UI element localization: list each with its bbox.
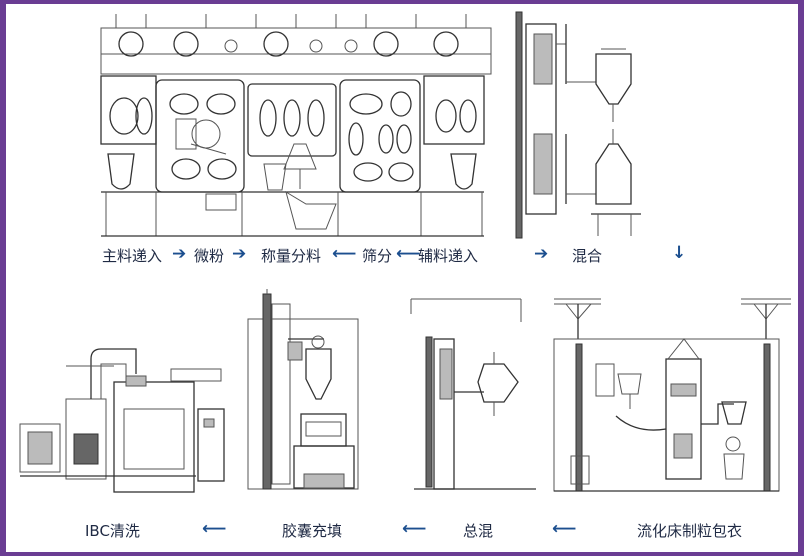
step-final-blending: 总混 [463,522,494,540]
arrow-right-icon: ➔ [534,244,549,264]
arrow-down-icon: ↓ [672,243,687,263]
step-main-material-feed: 主料递入 [102,247,163,265]
arrow-left-icon: ⟵ [202,519,227,539]
step-capsule-filling: 胶囊充填 [282,522,343,540]
arrow-left-icon: ⟵ [402,519,427,539]
mixer-drawing [515,11,641,239]
step-excipient-feed: 辅料递入 [418,247,479,265]
equipment-drawings [19,11,791,493]
isolator-line-drawing [100,14,492,237]
arrow-left-icon: ⟵ [552,519,577,539]
fluid-bed-drawing [553,298,791,492]
step-mixing: 混合 [572,247,603,265]
arrow-left-icon: ⟵ [332,244,357,264]
step-sieving: 筛分 [362,247,393,265]
diagram-frame: 主料递入 ➔ 微粉 ➔ 称量分料 ⟵ 筛分 ⟵ 辅料递入 ➔ 混合 ↓ IBC清… [6,4,798,552]
step-fluid-bed-granulation-coating: 流化床制粒包衣 [637,522,743,540]
capsule-filling-drawing [247,289,359,490]
step-weighing-dispensing: 称量分料 [261,247,322,265]
arrow-right-icon: ➔ [232,244,247,264]
arrow-right-icon: ➔ [172,244,187,264]
arrow-left-icon: ⟵ [396,244,421,264]
ibc-washer-drawing [19,348,225,493]
step-ibc-washing: IBC清洗 [85,522,140,540]
final-blend-drawing [410,298,536,490]
step-micronize: 微粉 [194,247,225,265]
